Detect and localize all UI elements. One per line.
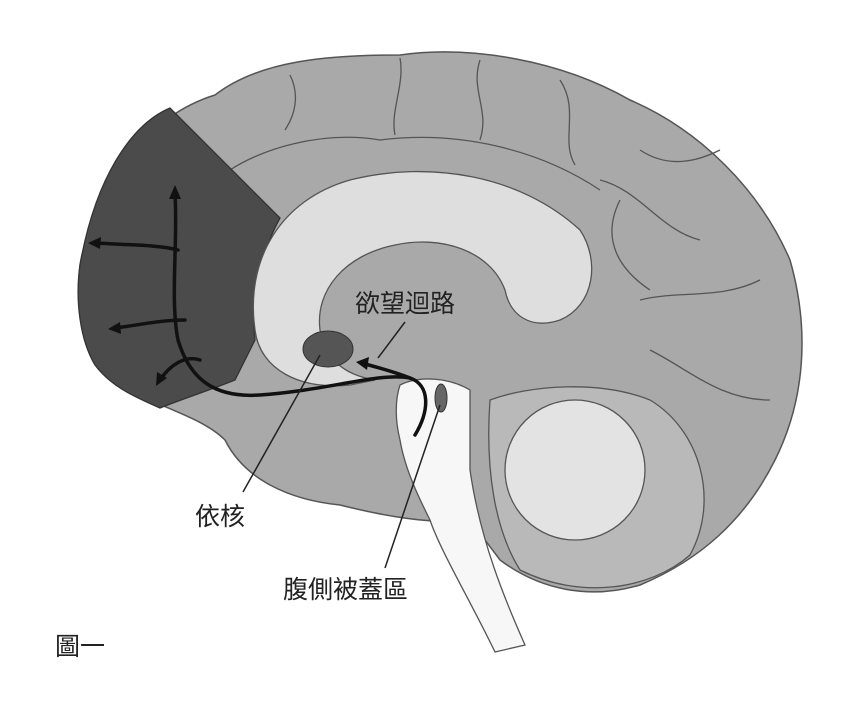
figure-caption: 圖一 xyxy=(55,632,106,661)
label-desire-circuit: 欲望迴路 xyxy=(355,289,456,318)
prefrontal-cortex xyxy=(77,107,281,409)
ventral-tegmental-area xyxy=(434,383,448,413)
leader-lines xyxy=(242,321,441,569)
arrow-icon xyxy=(108,322,121,334)
arrow-icon xyxy=(169,185,181,199)
arrow-icon xyxy=(156,372,167,386)
arrow-icon xyxy=(88,237,101,249)
arrowheads xyxy=(88,185,369,386)
nucleus-accumbens xyxy=(302,330,354,368)
label-vta: 腹側被蓋區 xyxy=(283,575,409,604)
brainstem xyxy=(395,378,526,653)
cerebellum-inner xyxy=(504,399,646,541)
corpus-callosum xyxy=(252,170,593,387)
arrow-icon xyxy=(356,357,369,370)
label-nucleus-accumbens: 依核 xyxy=(195,502,246,531)
sulci xyxy=(229,57,771,401)
